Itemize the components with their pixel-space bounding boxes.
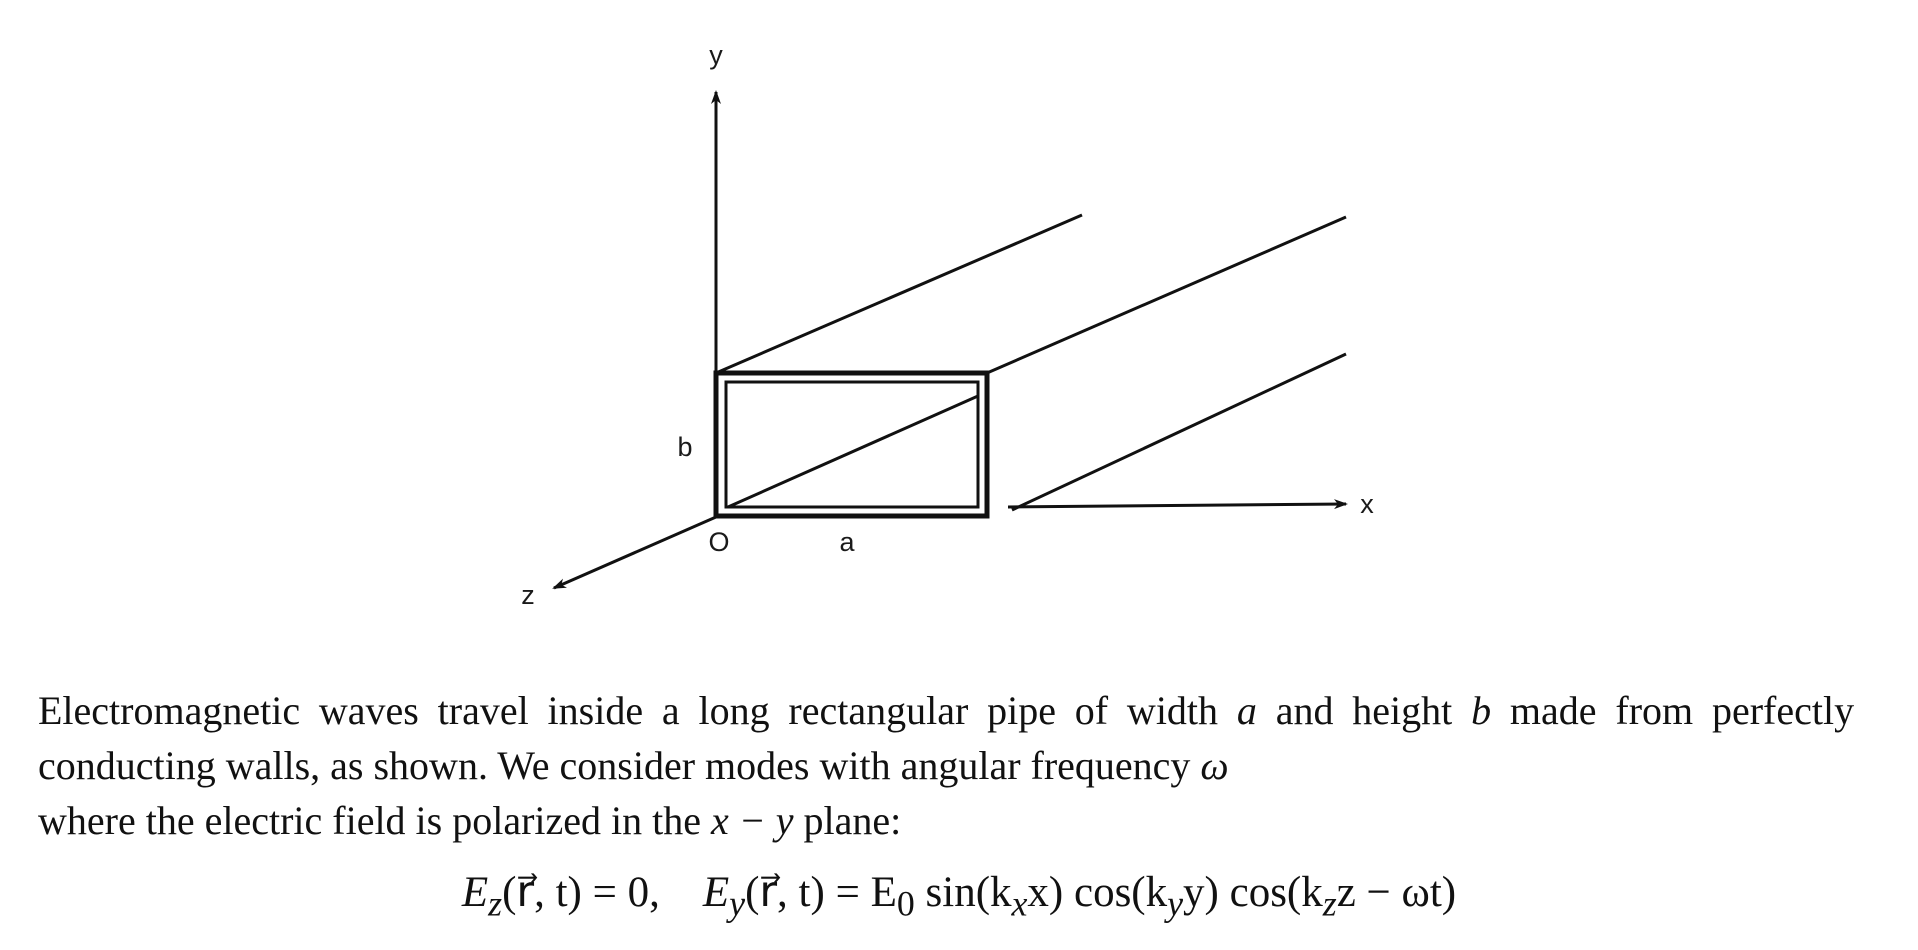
problem-statement: Electromagnetic waves travel inside a lo… [38, 683, 1854, 848]
problem-line3-tail: plane: [803, 798, 902, 843]
eq-ez-rest: (r⃗, t) = 0, [502, 869, 660, 916]
waveguide-diagram: y x z O a b [521, 40, 1374, 610]
x-axis [1007, 499, 1348, 510]
var-plane: x − y [711, 798, 794, 843]
var-omega: ω [1200, 743, 1229, 788]
pipe-edge-top-right [986, 215, 1347, 375]
z-axis-label: z [521, 580, 535, 610]
var-b: b [1471, 688, 1492, 733]
eq-tail: z − ωt) [1336, 869, 1457, 916]
eq-ez-symbol: E [461, 869, 489, 916]
eq-kz-subscript: z [1322, 883, 1337, 924]
problem-line3: where the electric field is polarized in… [38, 798, 702, 843]
eq-ez-subscript: z [488, 883, 503, 924]
z-axis [552, 515, 717, 590]
width-label: a [839, 527, 855, 557]
origin-label: O [708, 527, 729, 557]
eq-ey-rest: (r⃗, t) = E [745, 869, 897, 916]
eq-sin: sin(k [914, 869, 1012, 916]
problem-line1-tail: made [1509, 688, 1597, 733]
height-label: b [677, 432, 692, 462]
pipe-edge-bottom-right [1011, 352, 1347, 512]
var-a: a [1236, 688, 1257, 733]
eq-ky-subscript: y [1167, 883, 1184, 924]
eq-kx-subscript: x [1011, 883, 1028, 924]
y-axis-label: y [709, 40, 723, 70]
eq-cos2: y) cos(k [1183, 869, 1323, 916]
eq-ey-symbol: E [702, 869, 730, 916]
pipe-inner-wall [724, 380, 980, 509]
pipe-outer-wall [713, 370, 990, 519]
field-equation: Ez(r⃗, t) = 0, Ey(r⃗, t) = E0 sin(kxx) c… [0, 866, 1918, 931]
pipe-edge-top-left [715, 213, 1083, 375]
problem-line2: from perfectly conducting walls, as show… [38, 688, 1855, 788]
eq-cos1: x) cos(k [1027, 869, 1168, 916]
problem-line1-mid: and height [1275, 688, 1453, 733]
eq-ey-subscript: y [729, 883, 746, 924]
eq-e0-subscript: 0 [896, 883, 915, 924]
pipe-edge-visible-inner [727, 394, 979, 509]
problem-line1: Electromagnetic waves travel inside a lo… [38, 688, 1219, 733]
x-axis-label: x [1360, 489, 1374, 519]
